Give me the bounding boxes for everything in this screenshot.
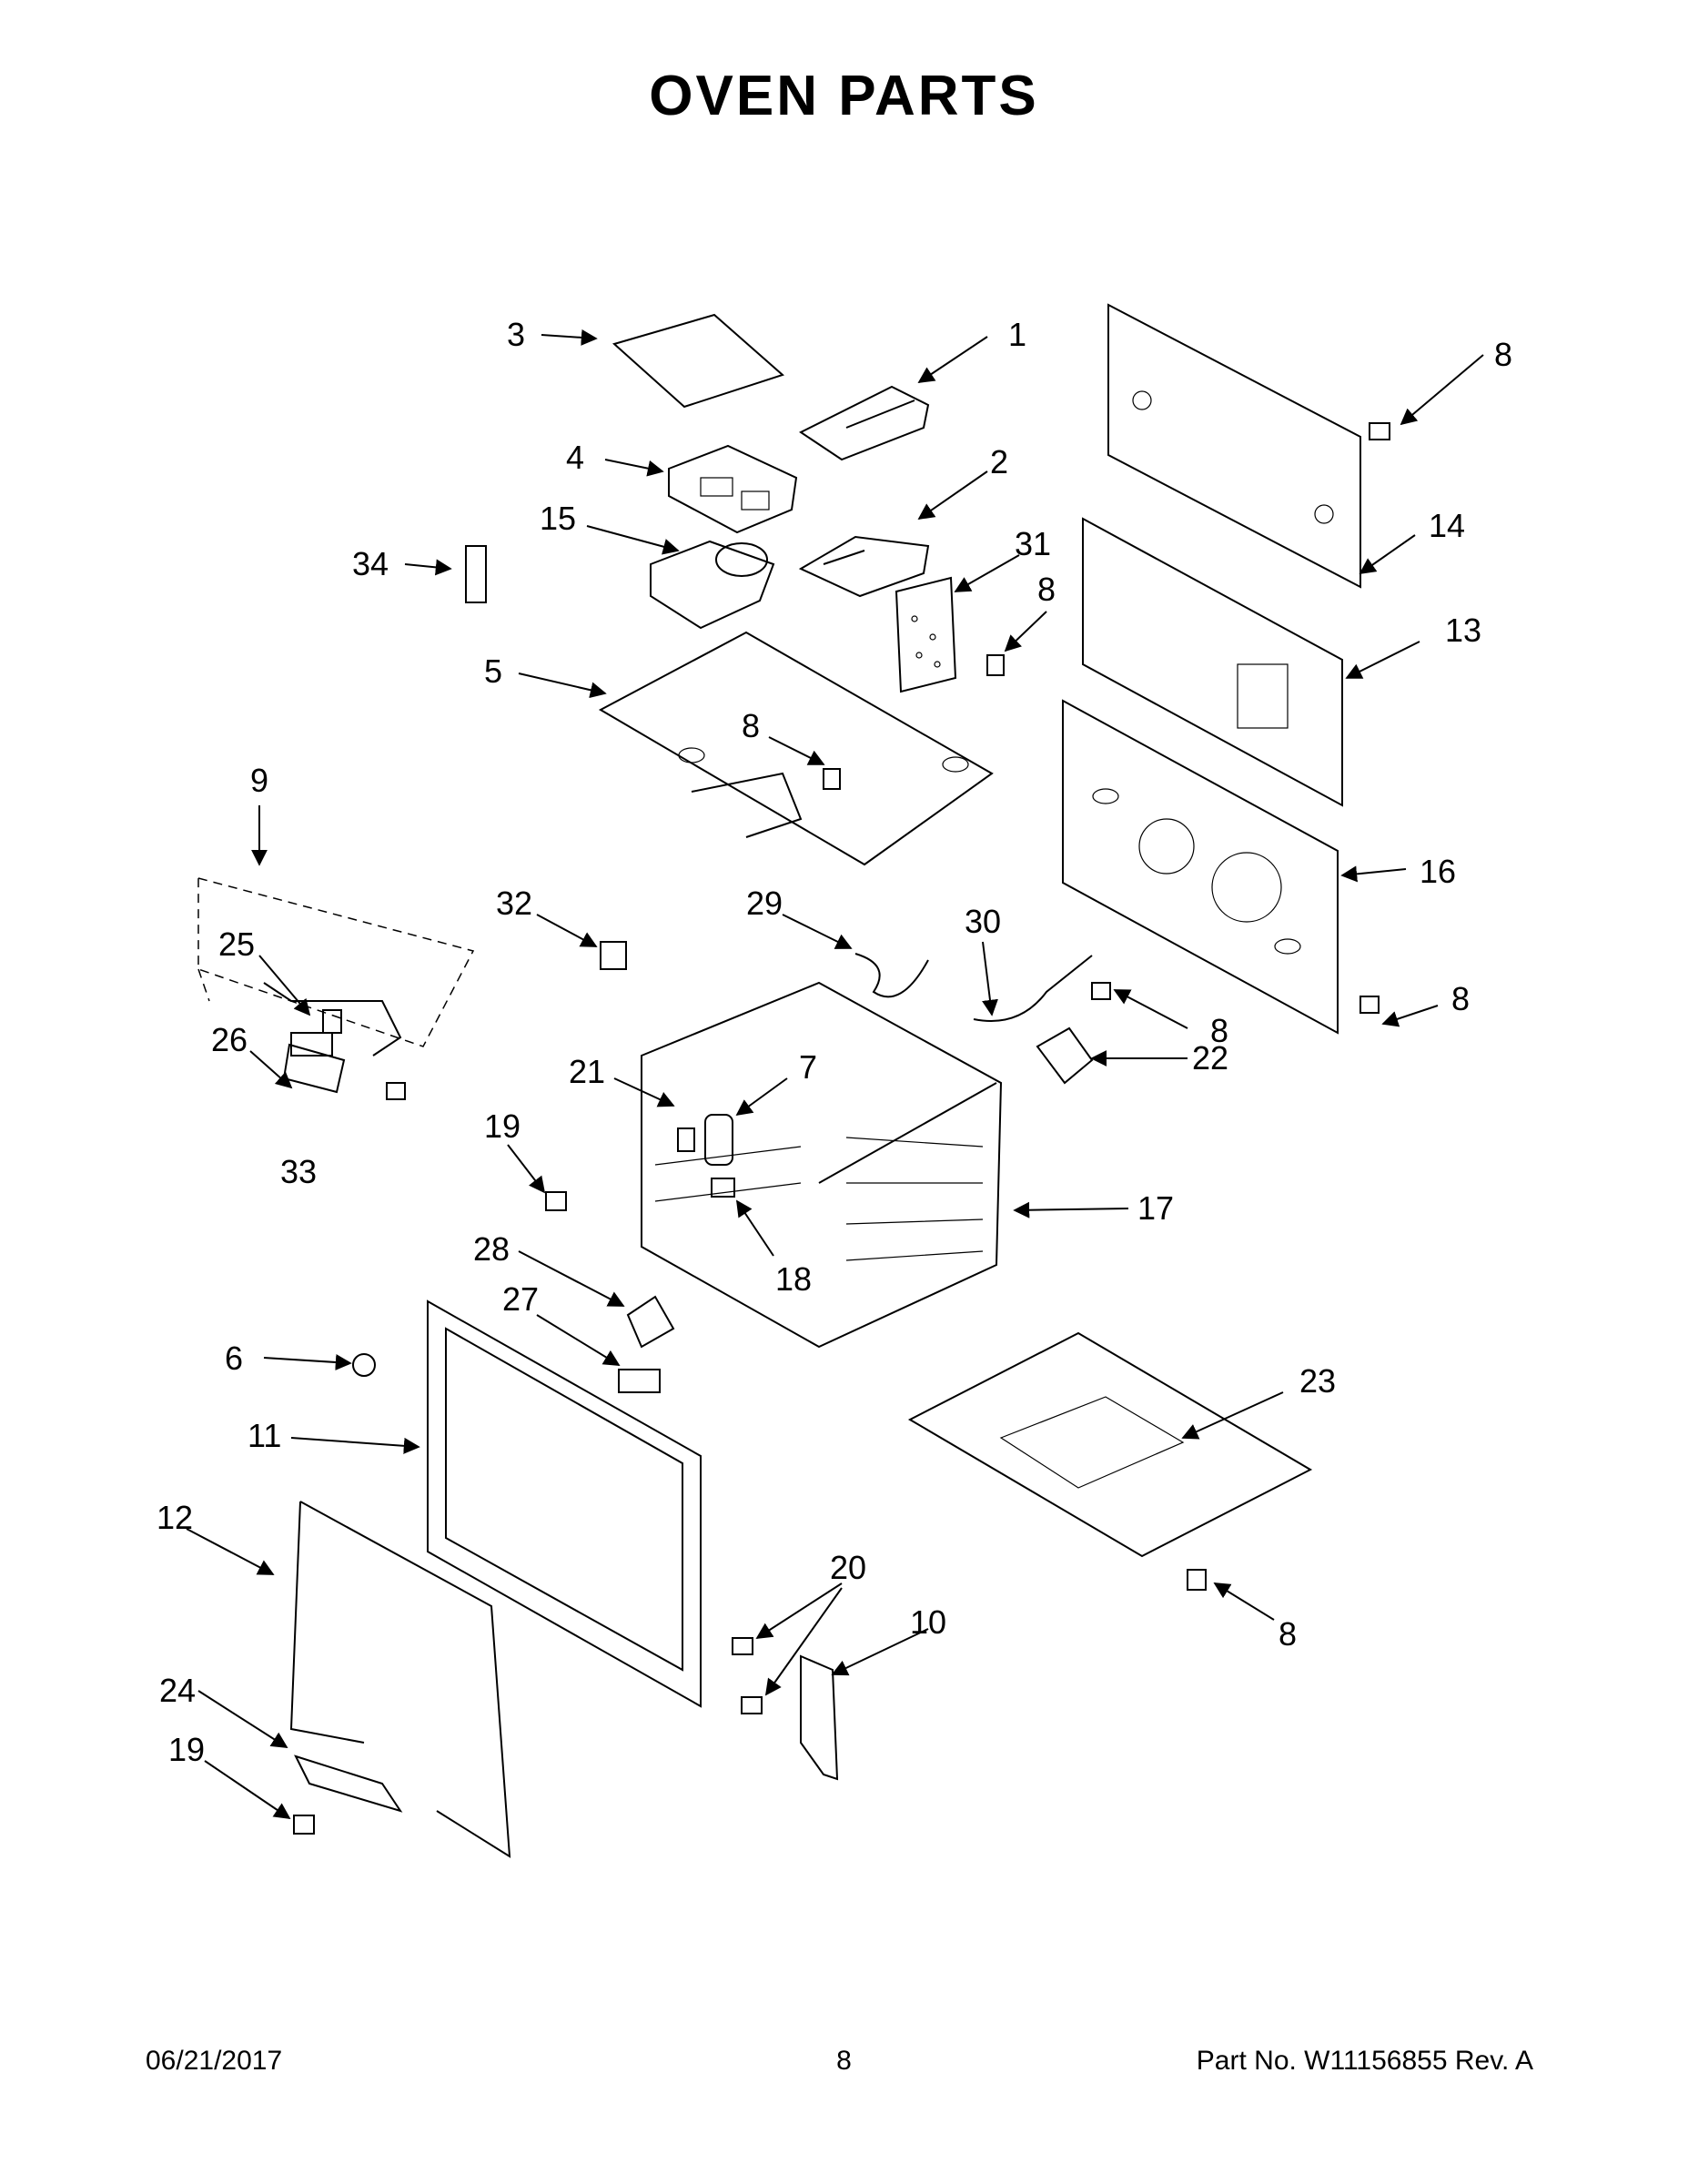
part-9-light-assembly <box>197 877 475 1057</box>
part-8-screw-right <box>823 422 1390 1014</box>
callout-3: 3 <box>507 316 525 353</box>
part-19b-screw <box>293 1815 315 1835</box>
part-13-back-panel <box>1082 517 1343 807</box>
callout-19a: 19 <box>484 1107 521 1145</box>
part-22-gasket <box>1036 1026 1094 1085</box>
callout-8e: 8 <box>1210 1012 1228 1049</box>
part-29-tube <box>854 953 929 998</box>
part-14-back-panel <box>1107 303 1361 589</box>
part-32-bracket <box>600 941 627 970</box>
callout-15: 15 <box>540 500 576 537</box>
callout-23: 23 <box>1299 1362 1336 1400</box>
callout-10: 10 <box>910 1603 946 1641</box>
callout-34: 34 <box>352 545 389 582</box>
part-34-clip <box>465 545 487 603</box>
part-21-screw <box>677 1127 695 1152</box>
callout-8d: 8 <box>1451 980 1470 1017</box>
callout-25: 25 <box>218 925 255 963</box>
part-28-box <box>626 1295 675 1349</box>
part-15-transformer <box>650 540 775 630</box>
part-23-bottom-panel <box>907 1331 1313 1558</box>
callout-8c: 8 <box>742 707 760 744</box>
callout-22: 22 <box>1192 1039 1228 1077</box>
part-6-knob <box>352 1353 376 1377</box>
callout-18: 18 <box>775 1260 812 1298</box>
part-3-cover-plate <box>612 313 784 409</box>
callout-labels: 1 2 3 4 5 6 7 8 9 10 11 12 13 14 15 16 1… <box>157 316 1512 1768</box>
footer-part-number: Part No. W11156855 Rev. A <box>1196 2046 1533 2076</box>
part-11-door-frame <box>427 1299 702 1708</box>
part-18-bracket <box>711 1178 735 1198</box>
callout-17: 17 <box>1137 1189 1174 1227</box>
callout-8f: 8 <box>1279 1615 1297 1653</box>
part-16-rear-panel <box>1062 699 1339 1035</box>
part-5-top-panel <box>598 631 994 866</box>
callout-19b: 19 <box>168 1731 205 1768</box>
part-12-door-gasket <box>289 1501 511 1858</box>
part-19-screw <box>545 1191 567 1211</box>
callout-27: 27 <box>502 1280 539 1318</box>
callout-16: 16 <box>1420 853 1456 890</box>
callout-29: 29 <box>746 885 783 922</box>
callout-8a: 8 <box>1494 336 1512 373</box>
part-33-screw <box>386 1082 406 1100</box>
callout-33: 33 <box>280 1153 317 1190</box>
part-4-control-board <box>668 444 798 534</box>
callout-31: 31 <box>1015 525 1051 562</box>
part-24-bracket <box>294 1754 403 1813</box>
callout-20: 20 <box>830 1549 866 1586</box>
callout-28: 28 <box>473 1230 510 1268</box>
callout-7: 7 <box>799 1048 817 1086</box>
callout-12: 12 <box>157 1499 193 1536</box>
part-17-oven-cavity <box>641 981 1003 1349</box>
leader-lines <box>186 329 1484 1820</box>
callout-32: 32 <box>496 885 532 922</box>
part-7-sensor <box>704 1114 733 1166</box>
callout-14: 14 <box>1429 507 1465 544</box>
callout-1: 1 <box>1008 316 1026 353</box>
part-27-block <box>618 1369 661 1393</box>
part-26-lens <box>282 1043 346 1094</box>
callout-11: 11 <box>248 1417 281 1454</box>
part-31-panel <box>895 576 957 693</box>
part-20-screws <box>732 1637 763 1714</box>
page-title: OVEN PARTS <box>649 65 1039 127</box>
callout-4: 4 <box>566 439 584 476</box>
footer-page-number: 8 <box>836 2046 852 2076</box>
part-30-tube <box>973 955 1093 1022</box>
callout-5: 5 <box>484 652 502 690</box>
callout-8b: 8 <box>1037 571 1056 608</box>
part-8-screw-bottom <box>1187 1569 1207 1591</box>
callout-24: 24 <box>159 1672 196 1709</box>
callout-21: 21 <box>569 1053 605 1090</box>
callout-30: 30 <box>965 903 1001 940</box>
callout-2: 2 <box>990 443 1008 480</box>
part-2-bracket <box>798 535 930 598</box>
part-10-hinge-bracket <box>800 1654 839 1781</box>
part-1-bracket <box>799 385 930 461</box>
callout-6: 6 <box>225 1340 243 1377</box>
footer-date: 06/21/2017 <box>146 2046 283 2076</box>
callout-26: 26 <box>211 1021 248 1058</box>
callout-9: 9 <box>250 762 268 799</box>
callout-13: 13 <box>1445 612 1481 649</box>
